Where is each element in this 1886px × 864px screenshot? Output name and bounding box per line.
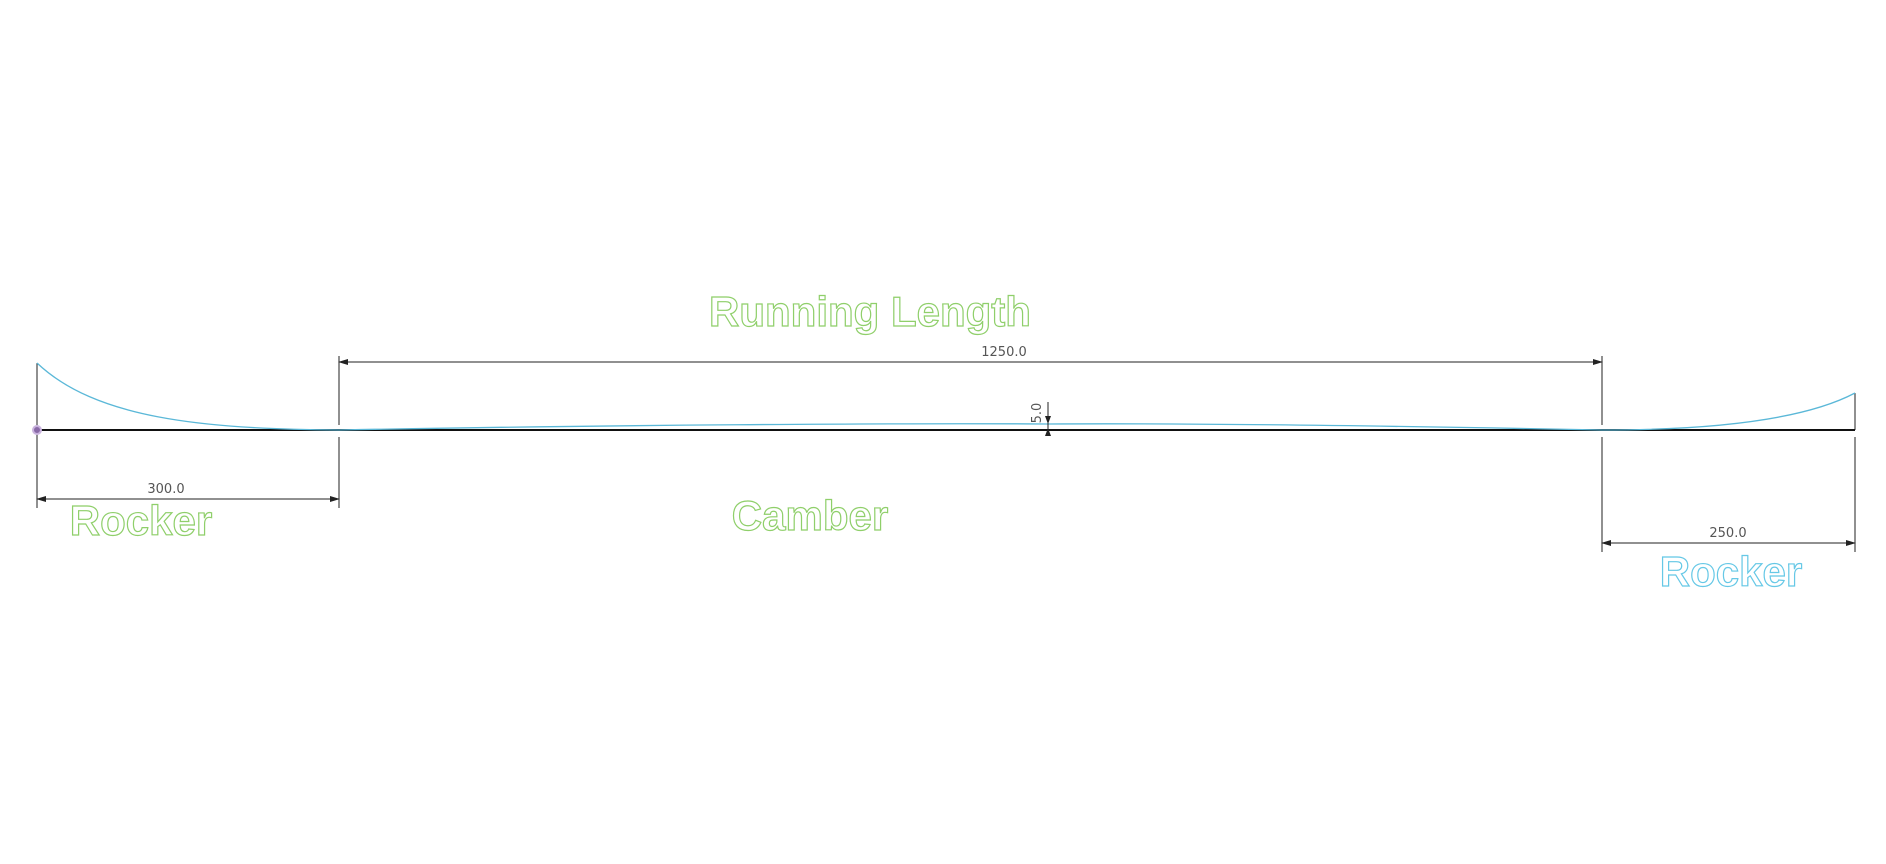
label-rocker-right: Rocker [1660, 548, 1802, 595]
label-camber: Camber [732, 492, 888, 539]
dimension-rocker-left-value: 300.0 [147, 482, 184, 497]
label-running-length: Running Length [709, 288, 1031, 335]
dimension-running-length-value: 1250.0 [981, 345, 1027, 360]
label-rocker-left: Rocker [70, 497, 212, 544]
dimension-camber-height-value: 5.0 [1030, 403, 1045, 424]
ski-profile-curve [36, 362, 1856, 431]
origin-point[interactable] [32, 425, 42, 435]
dimension-camber-arrow-bottom [1045, 428, 1051, 436]
dimension-camber-arrow-top [1045, 416, 1051, 424]
dimension-rocker-right-value: 250.0 [1709, 526, 1746, 541]
